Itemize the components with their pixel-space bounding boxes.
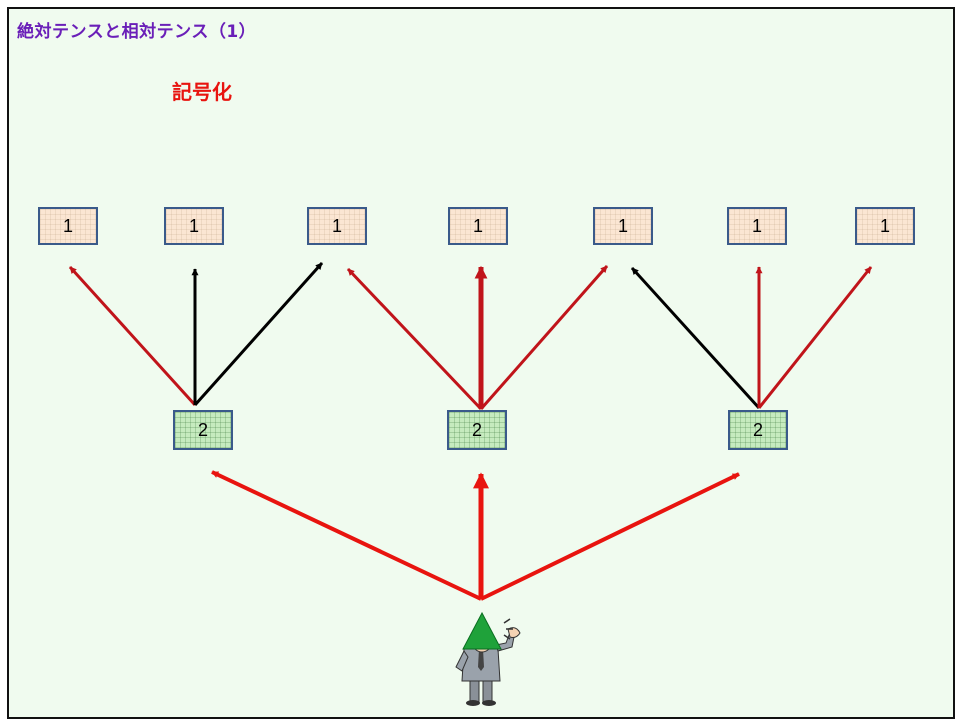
arrow-speaker-left [211, 470, 482, 601]
top-box-2: 1 [164, 207, 224, 245]
top-box-label: 1 [331, 215, 342, 236]
page-title: 絶対テンスと相対テンス（1） [17, 22, 257, 42]
mid-box-2: 2 [447, 410, 507, 450]
arrow-g3-right [757, 266, 873, 409]
top-box-3: 1 [307, 207, 367, 245]
slide-subtitle: 記号化 [172, 80, 232, 104]
top-box-label: 1 [472, 215, 483, 236]
top-box-5: 1 [593, 207, 653, 245]
arrow-layer [68, 262, 873, 601]
mid-box-label: 2 [471, 419, 482, 440]
top-box-7: 1 [855, 207, 915, 245]
mid-box-label: 2 [752, 419, 763, 440]
arrow-g3-left [630, 266, 761, 410]
mid-box-1: 2 [173, 410, 233, 450]
top-box-1: 1 [38, 207, 98, 245]
top-box-label: 1 [617, 215, 628, 236]
speaker-figure-icon [455, 611, 521, 706]
arrow-g1-left [68, 265, 197, 407]
top-box-label: 1 [62, 215, 73, 236]
mid-box-3: 2 [728, 410, 788, 450]
top-box-4: 1 [448, 207, 508, 245]
arrow-speaker-right [480, 472, 740, 601]
arrow-g2-right [479, 265, 609, 410]
slide-canvas: 絶対テンスと相対テンス（1） 記号化 [7, 7, 955, 719]
arrow-g1-right [193, 262, 324, 406]
mid-box-label: 2 [197, 419, 208, 440]
top-box-label: 1 [188, 215, 199, 236]
top-box-6: 1 [727, 207, 787, 245]
arrow-g2-left [346, 267, 483, 411]
top-box-label: 1 [751, 215, 762, 236]
top-box-label: 1 [879, 215, 890, 236]
